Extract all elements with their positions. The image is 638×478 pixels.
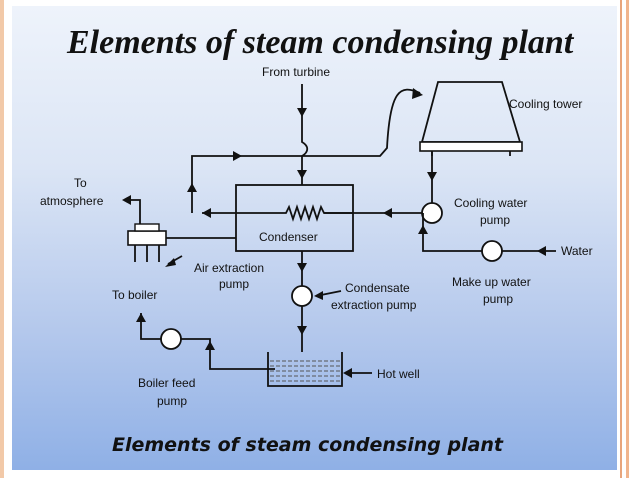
label-to-boiler: To boiler [112, 288, 157, 302]
hot-well-water [270, 360, 340, 382]
label-to-atmosphere: To [74, 176, 87, 190]
slide-frame-right-outer [626, 0, 629, 478]
flow-arrow [427, 172, 437, 181]
flow-arrow [187, 183, 197, 192]
flow-arrow [202, 208, 211, 218]
leader-arrowhead [343, 368, 352, 378]
boiler-feed-pump-icon [160, 328, 182, 350]
flow-arrow [233, 151, 242, 161]
flow-arrow [297, 263, 307, 272]
boiler-feed-delivery-pipe [140, 313, 161, 340]
label-condenser: Condenser [259, 230, 318, 244]
slide-frame-right [620, 0, 622, 478]
label-cooling-tower: Cooling tower [509, 97, 582, 111]
label-make-up-water-pump: pump [483, 292, 513, 306]
flow-arrow [418, 225, 428, 234]
flow-arrow [537, 246, 546, 256]
steam-inlet-pipe [301, 84, 309, 185]
label-air-extraction-pump: pump [219, 277, 249, 291]
label-condensate-extraction-pump: extraction pump [331, 298, 417, 312]
condenser [235, 184, 354, 252]
cooling-water-pump-icon [421, 202, 443, 224]
cooling-tower-basin [419, 141, 523, 152]
label-hot-well: Hot well [377, 367, 420, 381]
flow-arrow [297, 326, 307, 335]
diagram-caption: Elements of steam condensing plant [112, 434, 504, 456]
label-cooling-water-pump: pump [480, 213, 510, 227]
label-condensate-extraction-pump: Condensate [345, 281, 410, 295]
label-make-up-water-pump: Make up water [452, 275, 531, 289]
label-water: Water [561, 244, 593, 258]
cooling-tower [420, 81, 522, 143]
flow-arrow [297, 108, 307, 117]
flow-arrow [412, 88, 423, 99]
label-air-extraction-pump: Air extraction [194, 261, 264, 275]
make-up-water-pump-icon [481, 240, 503, 262]
flow-arrow [205, 341, 215, 350]
leader-arrowhead [314, 291, 323, 300]
label-from-turbine: From turbine [262, 65, 330, 79]
flow-arrow [136, 313, 146, 322]
boiler-feed-suction-pipe [181, 338, 275, 370]
flow-arrow [122, 195, 131, 205]
slide-title: Elements of steam condensing plant [67, 24, 574, 61]
label-boiler-feed-pump: Boiler feed [138, 376, 195, 390]
flow-arrow [383, 208, 392, 218]
flow-arrow [297, 170, 307, 179]
label-cooling-water-pump: Cooling water [454, 196, 527, 210]
leader-arrowhead [165, 258, 176, 267]
slide: Elements of steam condensing plant Eleme… [12, 6, 617, 470]
hot-water-return-pipe [191, 88, 421, 213]
label-boiler-feed-pump: pump [157, 394, 187, 408]
air-extraction-pump [127, 230, 167, 246]
condensate-extraction-pump-icon [291, 285, 313, 307]
label-to-atmosphere: atmosphere [40, 194, 104, 208]
condenser-cooling-coil [202, 204, 353, 222]
atmosphere-vent-pipe [126, 199, 141, 224]
air-pump-piston [134, 223, 160, 232]
slide-frame-left [0, 0, 4, 478]
